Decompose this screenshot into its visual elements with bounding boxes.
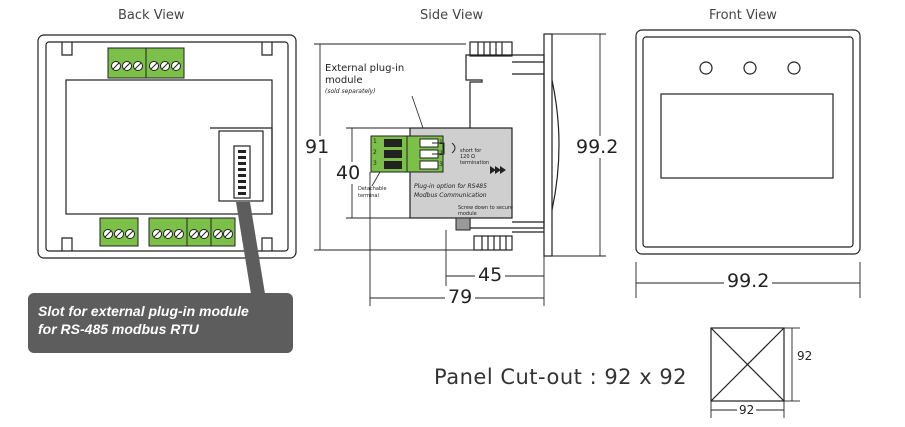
side-view-bottom-clip [473,235,513,251]
front-view-title: Front View [709,8,777,23]
dimension-cutout-width: 92 [737,403,757,417]
dimension-91: 91 [302,136,333,158]
secure-label-line2: module [458,211,477,217]
terminal-number-3: 3 [373,160,377,167]
front-view-led-1 [699,61,713,75]
short-for-label-line3: termination [460,160,490,166]
back-view-bottom-left-clip [61,237,73,251]
back-view [37,34,297,259]
dimension-40: 40 [333,162,364,184]
short-for-label-line2: 120 Ω [460,154,475,160]
external-module-label-line2: module [325,75,363,86]
detachable-leader [371,171,381,187]
side-view [465,33,560,257]
front-view-inner [642,36,854,248]
side-view-window-curve [551,79,560,211]
short-for-label-line1: short for [460,148,482,154]
secure-label-line1: Screw down to secure [458,205,513,211]
sold-separately-label: (sold separately) [325,88,376,95]
detachable-terminal [370,135,456,173]
terminal-right-number-3: 3 [439,161,443,168]
back-view-slot-connector [233,145,251,199]
dimension-79: 79 [445,286,476,308]
slot-connector-pins [238,150,246,195]
back-view-inner-frame [45,41,289,252]
front-view-display [660,93,834,179]
plugin-option-label-line1: Plug-in option for RS485 [414,183,487,190]
back-view-outer-frame [37,34,297,259]
external-module-leader [411,95,424,129]
back-view-top-terminals [107,47,185,79]
dimension-99-2-side: 99.2 [573,136,622,158]
terminal-right-number-2: 2 [439,150,443,157]
back-view-bottom-terminals [99,217,236,247]
front-view-led-3 [787,61,801,75]
plugin-module [409,127,513,231]
front-view-led-2 [743,61,757,75]
plugin-option-label-line2: Modbus Communication [414,192,487,199]
cutout-square [710,327,785,402]
back-view-top-right-clip [261,42,273,56]
dimension-99-2-front: 99.2 [724,270,773,292]
terminal-right-number-1: 1 [439,139,443,146]
side-view-title: Side View [420,8,484,23]
panel-cutout-label: Panel Cut-out : 92 x 92 [434,365,688,389]
front-view-outer [635,29,861,255]
callout-line1: Slot for external plug-in module [38,303,249,319]
callout-line2: for RS-485 modbus RTU [38,321,199,337]
back-view-slot [218,130,264,202]
back-view-title: Back View [118,8,185,23]
detachable-label-line2: terminal [358,193,379,199]
external-module-label-line1: External plug-in [325,63,405,74]
dimension-cutout-height: 92 [795,349,815,363]
back-view-bottom-right-clip [261,237,273,251]
front-view [635,29,861,255]
back-view-slot-region [210,127,273,214]
side-view-bezel [543,33,553,257]
panel-cutout-drawing [710,327,785,402]
terminal-number-1: 1 [373,138,377,145]
side-view-top-clip [469,41,513,57]
callout-pointer [236,202,266,300]
rs485-slot-callout [28,293,293,353]
back-view-top-left-clip [61,42,73,56]
dimension-45: 45 [475,264,506,286]
terminal-number-2: 2 [373,149,377,156]
detachable-label-line1: Detachable [358,186,387,192]
